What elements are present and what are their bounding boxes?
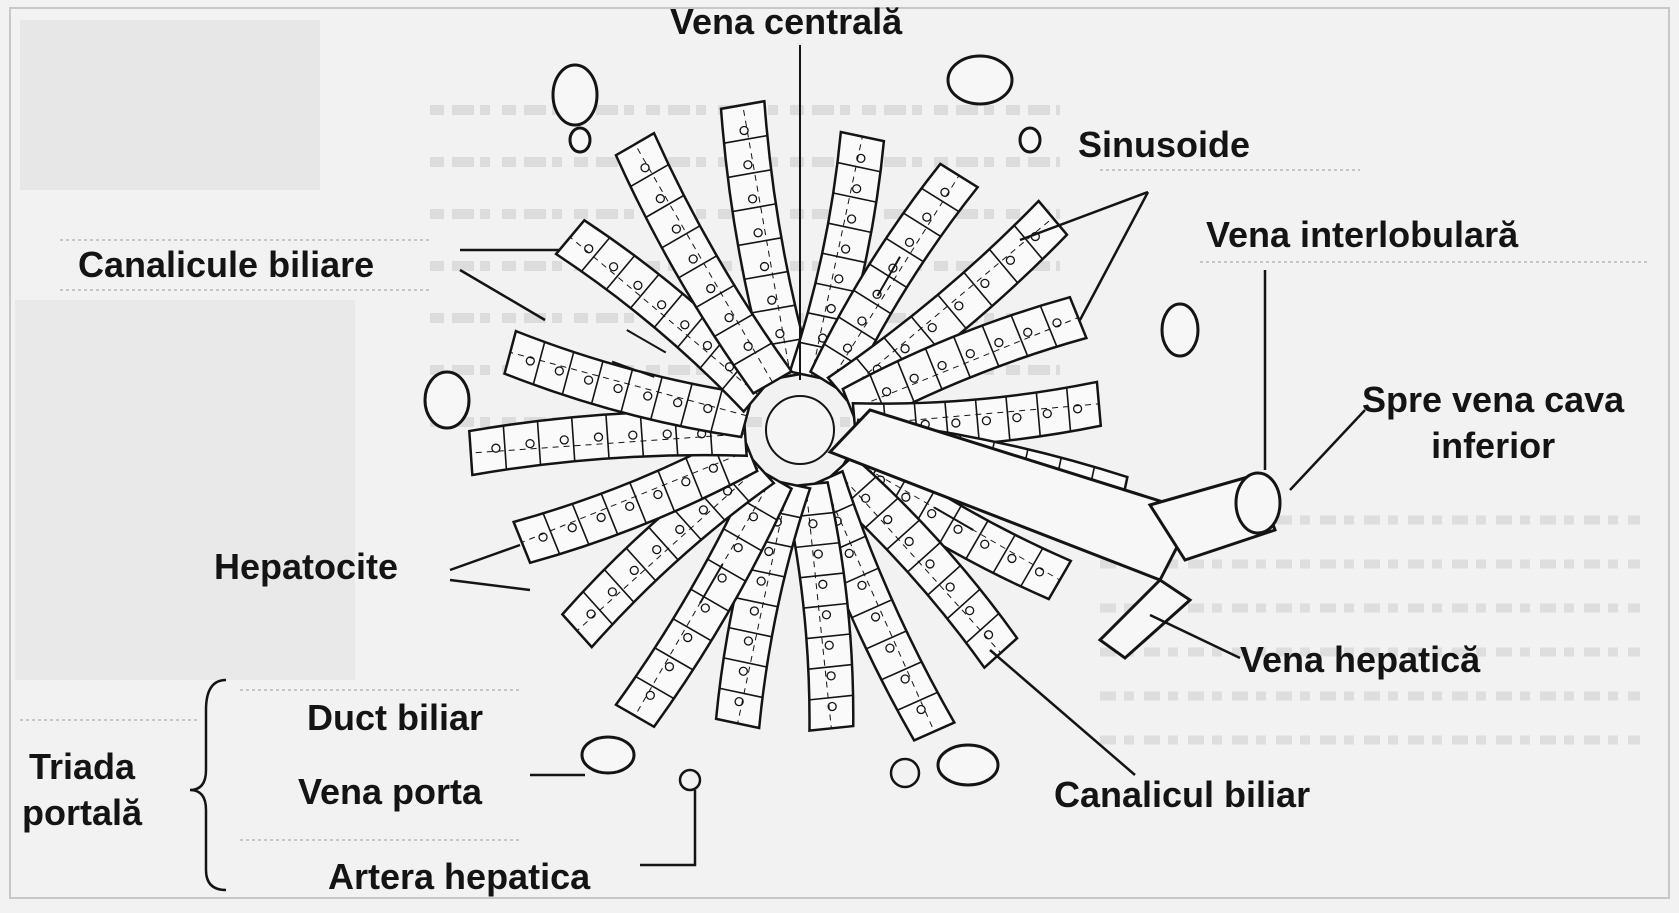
- label-triada-line1: Triada: [22, 747, 142, 787]
- leader-canalicule-biliare: [460, 270, 545, 320]
- portal-vessel: [938, 745, 998, 785]
- label-spre-vena-cava-line1: Spre vena cava: [1362, 380, 1624, 420]
- label-vena-porta: Vena porta: [298, 772, 482, 812]
- label-artera-hepatica: Artera hepatica: [328, 857, 590, 897]
- ghost-texture: [20, 20, 320, 190]
- label-vena-centrala: Vena centrală: [670, 2, 902, 42]
- label-canalicul-biliar: Canalicul biliar: [1054, 775, 1310, 815]
- label-vena-hepatica: Vena hepatică: [1240, 640, 1480, 680]
- triad-brace: [190, 680, 226, 890]
- label-sinusoide: Sinusoide: [1078, 125, 1250, 165]
- portal-vessel-small: [891, 759, 919, 787]
- portal-vessel: [948, 56, 1012, 104]
- leader-hepatocite: [450, 580, 530, 590]
- leader-artera-hepatica: [640, 790, 695, 865]
- portal-vessel: [582, 737, 634, 773]
- portal-vessel: [570, 128, 590, 152]
- label-triada-portala: Triada portală: [22, 747, 142, 832]
- portal-vessel: [1020, 128, 1040, 152]
- leader-spre-vena-cava: [1290, 410, 1365, 490]
- hepatic-artery: [680, 770, 700, 790]
- label-spre-vena-cava-line2: inferior: [1362, 426, 1624, 466]
- central-vein: [766, 396, 834, 464]
- leader-hepatocite: [450, 545, 520, 570]
- hepatic-vein-opening: [1236, 473, 1280, 533]
- label-spre-vena-cava: Spre vena cava inferior: [1362, 380, 1624, 465]
- hepatic-vein-branch: [1100, 580, 1190, 658]
- portal-vessel: [553, 65, 597, 125]
- label-duct-biliar: Duct biliar: [307, 698, 483, 738]
- leader-sinusoide: [1080, 192, 1148, 320]
- label-vena-interlobulara: Vena interlobulară: [1206, 215, 1518, 255]
- label-canalicule-biliare: Canalicule biliare: [78, 245, 374, 285]
- ghost-texture: [15, 300, 355, 680]
- portal-vessel: [1162, 304, 1198, 356]
- portal-vessel: [425, 372, 469, 428]
- label-triada-line2: portală: [22, 793, 142, 833]
- leader-canalicul-biliar: [990, 650, 1135, 775]
- label-hepatocite: Hepatocite: [214, 547, 398, 587]
